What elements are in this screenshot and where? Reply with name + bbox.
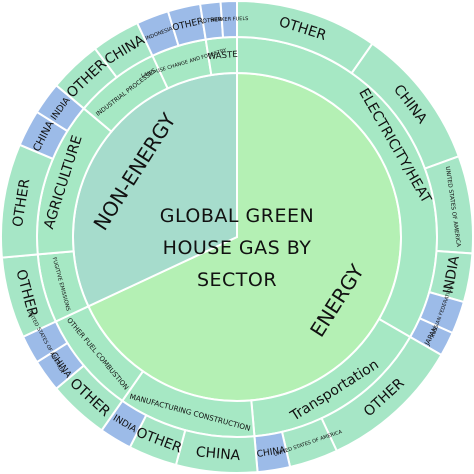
- chart-title-line-2: HOUSE GAS BY: [163, 237, 312, 259]
- country-label-other-16: OTHER: [10, 177, 33, 228]
- country-label-bunker-fuels-24: BUNKER FUELS: [210, 16, 248, 23]
- country-segment-bunker-fuels-24: [219, 0, 238, 39]
- country-label-india-3: INDIA: [440, 254, 463, 295]
- subsector-label-waste-8: WASTE: [207, 50, 238, 62]
- chart-title-line-1: GLOBAL GREEN: [160, 205, 314, 227]
- country-label-china-8: CHINA: [256, 445, 287, 460]
- country-label-other-23: OTHER: [202, 17, 222, 25]
- chart-title: GLOBAL GREEN HOUSE GAS BY SECTOR: [160, 205, 314, 291]
- country-label-china-9: CHINA: [195, 444, 241, 464]
- chart-title-line-3: SECTOR: [197, 269, 277, 291]
